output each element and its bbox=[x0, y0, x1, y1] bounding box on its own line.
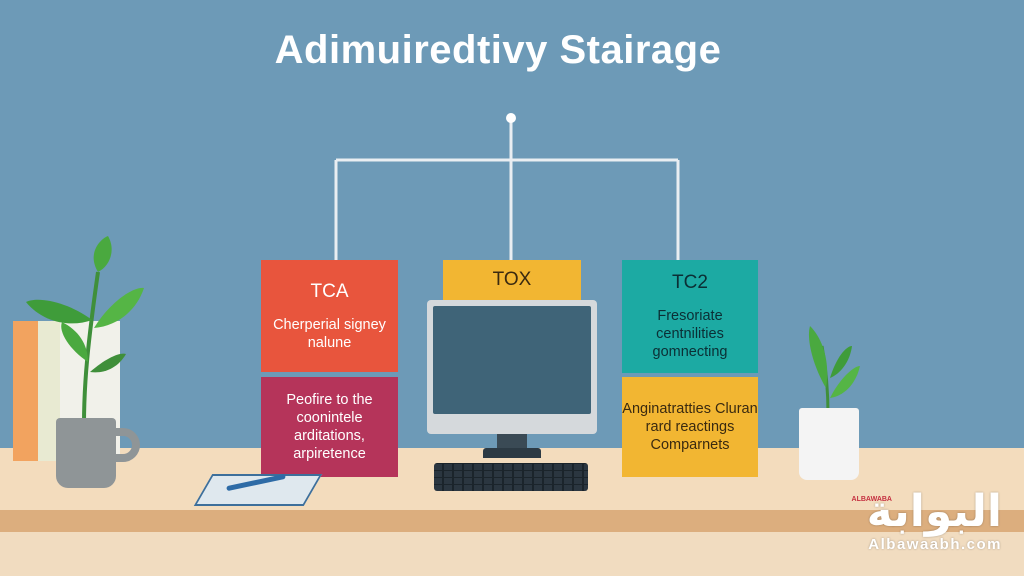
monitor-stand bbox=[497, 434, 527, 450]
mug-handle bbox=[110, 428, 140, 462]
box-tca-title: TCA bbox=[310, 281, 349, 302]
monitor-screen bbox=[433, 306, 591, 414]
box-left-bottom: Peofire to the coonintele arditations, a… bbox=[261, 377, 398, 477]
watermark-arabic: البوابة bbox=[866, 486, 1002, 537]
box-tc2-text: Fresoriate centnilities gomnecting bbox=[652, 308, 728, 361]
box-tc2-title: TC2 bbox=[672, 272, 708, 294]
desk-edge bbox=[0, 510, 1024, 532]
book-icon bbox=[13, 321, 39, 461]
page-title: Adimuiredtivy Stairage bbox=[274, 28, 722, 72]
monitor-base bbox=[483, 448, 541, 458]
box-right-bottom-text: Anginatratties Cluran rard reactings Com… bbox=[622, 400, 758, 454]
box-tca: TCA Cherperial signey nalune bbox=[261, 260, 398, 372]
plant-icon bbox=[808, 326, 860, 415]
floor bbox=[0, 532, 1024, 576]
box-right-bottom: Anginatratties Cluran rard reactings Com… bbox=[622, 377, 758, 477]
keyboard-icon bbox=[434, 463, 588, 491]
plant-icon bbox=[26, 236, 144, 425]
box-left-bottom-text: Peofire to the coonintele arditations, a… bbox=[286, 391, 373, 463]
pot-icon bbox=[799, 408, 859, 480]
monitor-icon bbox=[427, 300, 597, 434]
watermark-small: ALBAWABA bbox=[851, 496, 892, 503]
watermark-latin: Albawaabh.com bbox=[868, 536, 1002, 553]
mug-icon bbox=[56, 418, 116, 488]
box-tca-text: Cherperial signey nalune bbox=[273, 316, 386, 351]
box-tox: TOX bbox=[443, 260, 581, 300]
box-tc2: TC2 Fresoriate centnilities gomnecting bbox=[622, 260, 758, 373]
box-tox-title: TOX bbox=[492, 269, 532, 291]
